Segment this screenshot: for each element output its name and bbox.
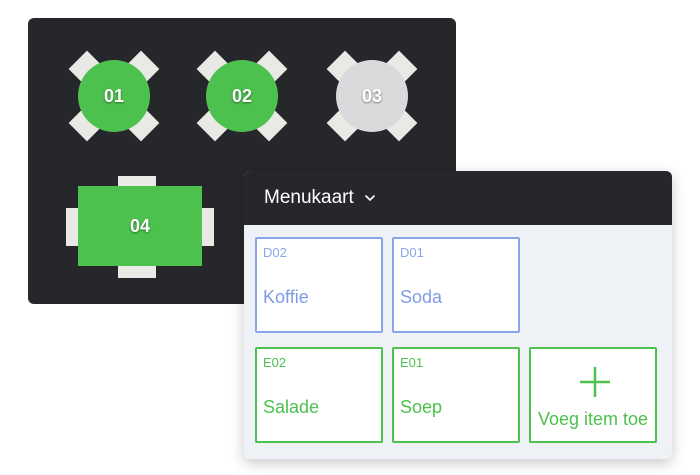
item-name: Koffie [263, 287, 309, 307]
chair [66, 208, 78, 246]
item-name: Salade [263, 397, 320, 417]
menu-item-card[interactable]: D02 Koffie [255, 237, 383, 333]
item-name: Soep [400, 397, 443, 417]
item-code: E02 [263, 355, 287, 370]
add-item-label: Voeg item toe [537, 409, 649, 429]
table-number: 03 [336, 60, 408, 132]
chair [202, 208, 214, 246]
table-04[interactable]: 04 [66, 176, 214, 278]
item-name: Soda [400, 287, 443, 307]
table-01[interactable]: 01 [68, 50, 160, 142]
plus-icon [580, 367, 610, 397]
menu-title: Menukaart [264, 187, 354, 208]
add-item-button[interactable]: Voeg item toe [529, 347, 657, 443]
table-number: 04 [78, 186, 202, 266]
menu-item-card[interactable]: E01 Soep [392, 347, 520, 443]
item-code: D01 [400, 245, 424, 260]
item-code: E01 [400, 355, 424, 370]
chair [118, 176, 156, 188]
chevron-down-icon [364, 195, 375, 201]
floor-plan: 01 02 03 04 [28, 18, 456, 304]
menu-dropdown[interactable]: Menukaart [244, 171, 672, 225]
chair [118, 266, 156, 278]
menu-item-card[interactable]: E02 Salade [255, 347, 383, 443]
table-02[interactable]: 02 [196, 50, 288, 142]
table-number: 01 [78, 60, 150, 132]
item-code: D02 [263, 245, 287, 260]
table-03[interactable]: 03 [326, 50, 418, 142]
menu-panel: Menukaart D02 Koffie D01 Soda E02 Salade… [244, 171, 672, 459]
table-number: 02 [206, 60, 278, 132]
menu-item-card[interactable]: D01 Soda [392, 237, 520, 333]
